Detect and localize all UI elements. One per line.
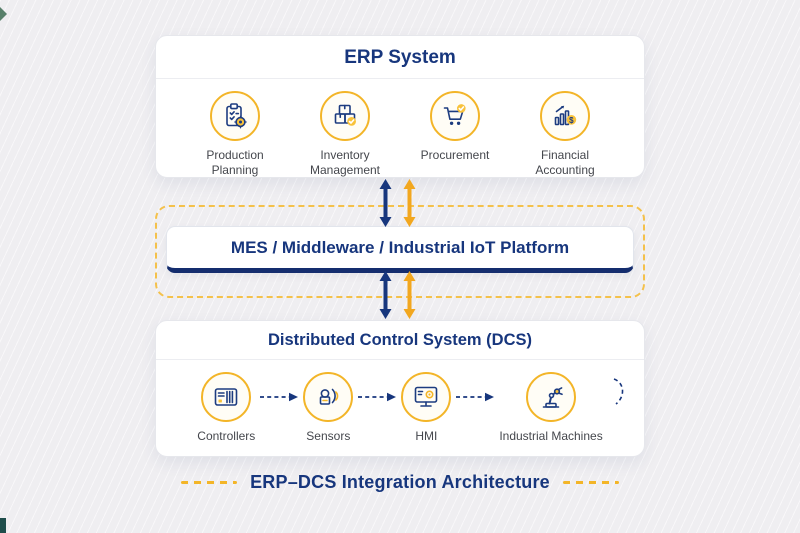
dcs-item-industrial-machines: Industrial Machines [499, 372, 603, 444]
dcs-item-controllers: Controllers [197, 372, 255, 444]
robot-arm-icon [526, 372, 576, 422]
erp-system-box: ERP System Production Planning [155, 35, 645, 178]
growth-chart-dollar-icon: $ [540, 91, 590, 141]
dcs-box: Distributed Control System (DCS) Control… [155, 320, 645, 457]
dashed-arrow-right [260, 392, 299, 402]
item-label: Controllers [197, 429, 256, 443]
dcs-title: Distributed Control System (DCS) [267, 331, 533, 349]
bidirectional-arrow-blue [379, 271, 392, 319]
svg-text:$: $ [569, 116, 574, 125]
item-label: HMI [415, 429, 438, 443]
item-label: Financial Accounting [535, 148, 595, 177]
erp-title: ERP System [344, 47, 456, 68]
dcs-item-sensors: Sensors [303, 372, 354, 444]
erp-items-row: Production Planning Inventory Management [156, 79, 644, 178]
diagram-caption: ERP–DCS Integration Architecture [0, 472, 800, 493]
caption-dash-right [562, 481, 619, 484]
page-corner-accent-bottom-left [0, 518, 6, 533]
dcs-items-row: Controllers Sensors [156, 360, 644, 444]
mes-title: MES / Middleware / Industrial IoT Platfo… [230, 237, 570, 257]
erp-item-production-planning: Production Planning [186, 91, 284, 178]
erp-divider [156, 78, 644, 79]
caption-text: ERP–DCS Integration Architecture [250, 472, 550, 492]
clipboard-checklist-gear-icon [210, 91, 260, 141]
erp-item-procurement: Procurement [406, 91, 504, 163]
erp-item-inventory-management: Inventory Management [296, 91, 394, 178]
mes-dcs-arrows [378, 271, 417, 319]
item-label: Production Planning [206, 148, 264, 177]
item-label: Procurement [420, 148, 490, 162]
dashed-arrow-right [456, 392, 495, 402]
item-label: Sensors [306, 429, 351, 443]
inventory-boxes-check-icon [320, 91, 370, 141]
bidirectional-arrow-yellow [403, 179, 416, 227]
hmi-screen-gear-icon [401, 372, 452, 422]
item-label: Inventory Management [309, 148, 381, 177]
erp-item-financial-accounting: $ Financial Accounting [516, 91, 614, 178]
caption-dash-left [181, 481, 238, 484]
dcs-item-hmi: HMI [401, 372, 452, 444]
bidirectional-arrow-blue [379, 179, 392, 227]
page-corner-accent-top-left [0, 7, 7, 21]
sensor-signal-icon [303, 372, 354, 422]
dashed-curve-connector [613, 378, 624, 405]
item-label: Industrial Machines [499, 429, 603, 443]
erp-mes-arrows [378, 179, 417, 227]
plc-controller-icon [201, 372, 252, 422]
mes-box: MES / Middleware / Industrial IoT Platfo… [166, 226, 634, 273]
dcs-divider [156, 359, 644, 360]
dashed-arrow-right [358, 392, 397, 402]
bidirectional-arrow-yellow [403, 271, 416, 319]
shopping-cart-check-icon [430, 91, 480, 141]
mes-dashed-container: MES / Middleware / Industrial IoT Platfo… [155, 205, 645, 298]
